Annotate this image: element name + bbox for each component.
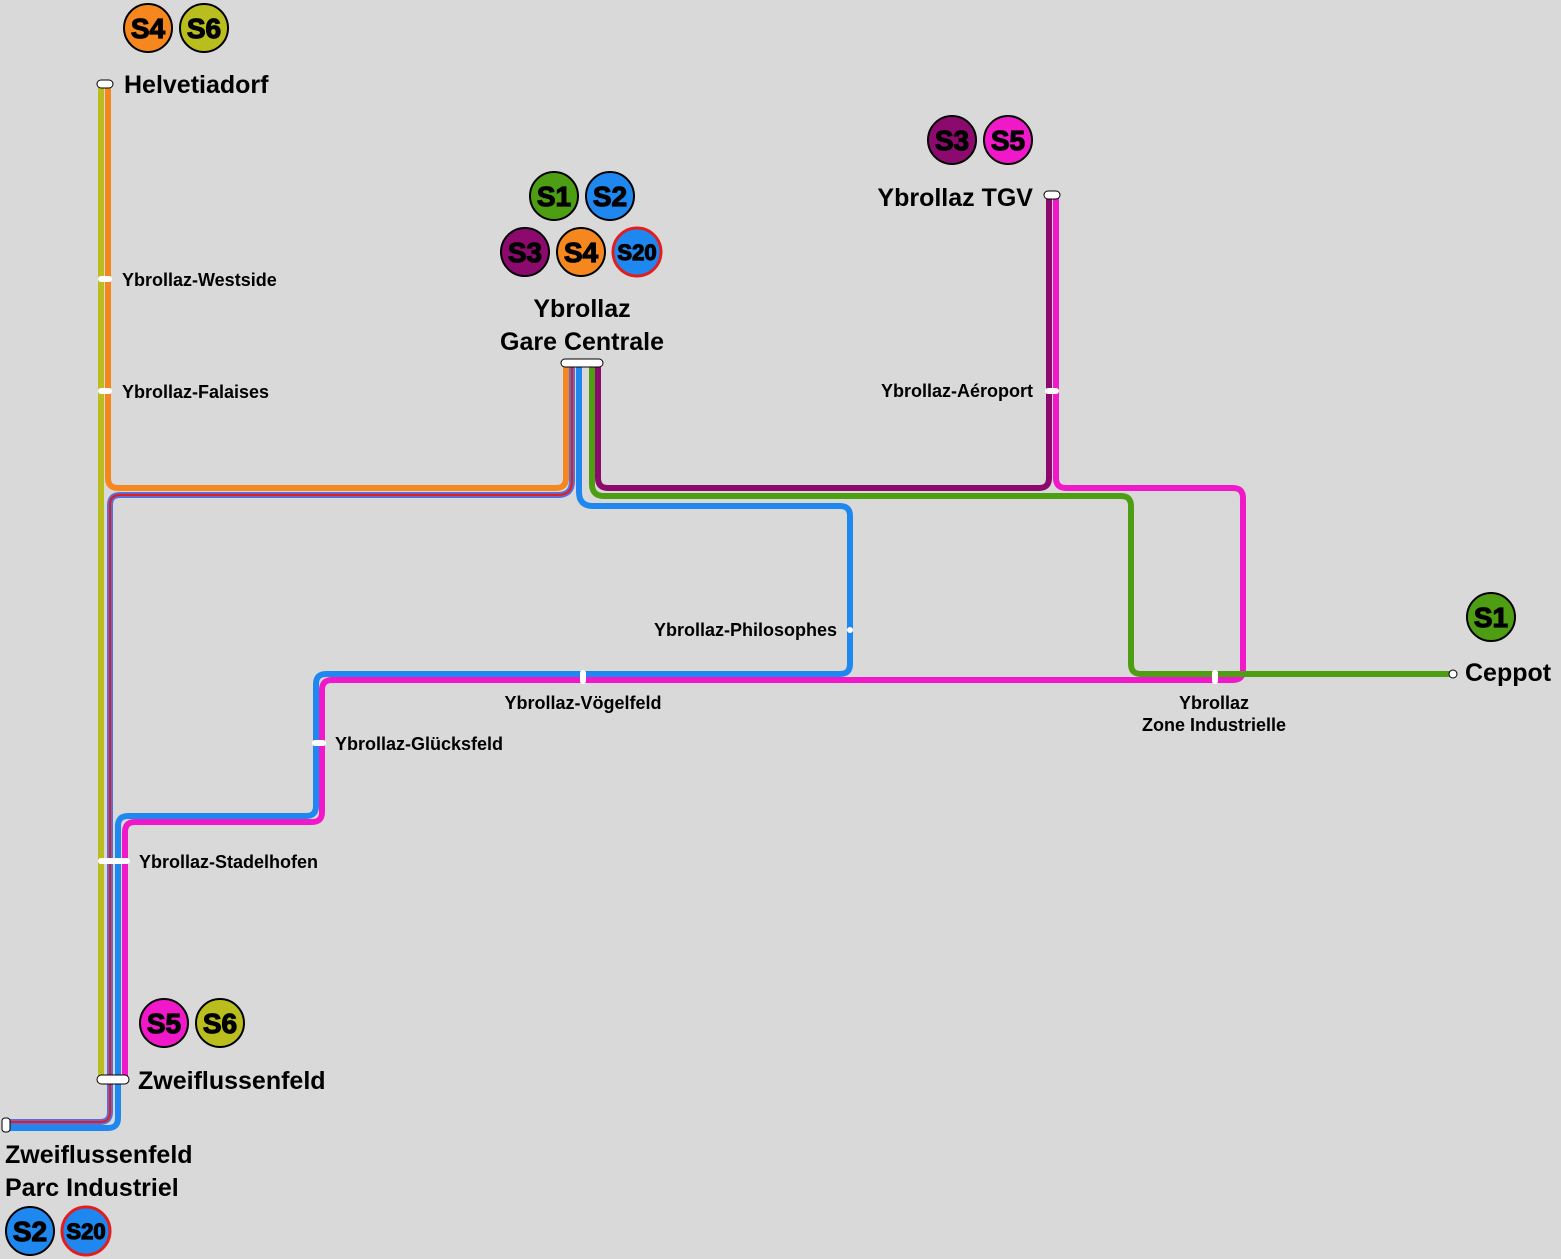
badge-circle	[5, 1206, 55, 1256]
line-s3	[595, 192, 1052, 491]
badge-circle	[585, 171, 635, 221]
badge-label: S1	[1474, 602, 1508, 633]
badge-circle	[927, 115, 977, 165]
line-s1	[589, 360, 1456, 677]
station-label-zweiflussenfeld: Zweiflussenfeld	[138, 1067, 326, 1095]
line-s2	[3, 360, 853, 1131]
station-label-gare-centrale-line2: Gare Centrale	[500, 328, 664, 356]
station-label-parc-industriel-line2: Parc Industriel	[5, 1174, 179, 1202]
badge-s3[interactable]: S3	[500, 227, 550, 277]
station-marker-tgv[interactable]	[1043, 190, 1061, 200]
badge-circle	[179, 3, 229, 53]
station-marker-gare-centrale[interactable]	[560, 358, 604, 368]
badge-label: S20	[66, 1219, 105, 1244]
badge-s2[interactable]: S2	[5, 1206, 55, 1256]
line-s20-outer	[5, 362, 573, 1123]
badge-circle	[123, 3, 173, 53]
station-label-voegelfeld: Ybrollaz-Vögelfeld	[504, 693, 661, 713]
badge-label: S5	[147, 1008, 181, 1039]
station-marker-gluecksfeld[interactable]	[312, 740, 326, 746]
badge-label: S6	[203, 1008, 237, 1039]
station-marker-helvetiadorf[interactable]	[96, 79, 114, 89]
badge-s6[interactable]: S6	[195, 998, 245, 1048]
badge-label: S4	[131, 13, 166, 44]
station-marker-stadelhofen[interactable]	[98, 858, 130, 864]
line-badges: S4 S6 S1 S2 S3 S4 S20 S3 S5 S1 S5 S6 S2 …	[5, 3, 1516, 1257]
station-marker-philosophes[interactable]	[847, 627, 853, 633]
station-label-parc-industriel-line1: Zweiflussenfeld	[5, 1141, 193, 1169]
station-marker-aeroport[interactable]	[1045, 388, 1059, 394]
station-label-gare-centrale-line1: Ybrollaz	[533, 295, 630, 323]
badge-circle	[195, 998, 245, 1048]
badge-label: S6	[187, 13, 221, 44]
line-s4	[105, 81, 569, 491]
badge-circle	[983, 115, 1033, 165]
badge-circle	[139, 998, 189, 1048]
badge-s1[interactable]: S1	[1466, 592, 1516, 642]
badge-s4[interactable]: S4	[556, 227, 606, 277]
badge-label: S2	[13, 1216, 47, 1247]
badge-s4[interactable]: S4	[123, 3, 173, 53]
station-labels: Helvetiadorf Ybrollaz-Westside Ybrollaz-…	[5, 71, 1552, 1202]
station-marker-zweiflussenfeld[interactable]	[96, 1074, 130, 1085]
badge-circle	[500, 227, 550, 277]
station-label-stadelhofen: Ybrollaz-Stadelhofen	[139, 852, 318, 872]
badge-label: S3	[935, 125, 969, 156]
station-marker-ceppot[interactable]	[1448, 669, 1458, 679]
badge-label: S2	[593, 181, 627, 212]
badge-circle	[529, 171, 579, 221]
station-marker-voegelfeld[interactable]	[580, 670, 586, 684]
badge-s5[interactable]: S5	[139, 998, 189, 1048]
badge-circle	[556, 227, 606, 277]
badge-s2[interactable]: S2	[585, 171, 635, 221]
station-label-philosophes: Ybrollaz-Philosophes	[654, 620, 837, 640]
badge-s1[interactable]: S1	[529, 171, 579, 221]
badge-s20[interactable]: S20	[60, 1205, 112, 1257]
route-lines	[3, 81, 1456, 1131]
badge-label: S1	[537, 181, 571, 212]
badge-label: S20	[617, 240, 656, 265]
station-markers	[1, 79, 1458, 1133]
badge-circle	[611, 226, 663, 278]
station-label-helvetiadorf: Helvetiadorf	[124, 71, 269, 99]
badge-s6[interactable]: S6	[179, 3, 229, 53]
station-marker-westside[interactable]	[98, 276, 112, 282]
line-s5	[122, 192, 1246, 1083]
station-marker-falaises[interactable]	[98, 388, 112, 394]
station-label-tgv: Ybrollaz TGV	[877, 184, 1033, 212]
badge-label: S5	[991, 125, 1025, 156]
badge-circle	[1466, 592, 1516, 642]
badge-label: S4	[564, 237, 599, 268]
station-label-gluecksfeld: Ybrollaz-Glücksfeld	[335, 734, 503, 754]
station-marker-zone-industrielle[interactable]	[1212, 670, 1218, 684]
station-label-ceppot: Ceppot	[1465, 659, 1552, 687]
station-label-falaises: Ybrollaz-Falaises	[122, 382, 269, 402]
badge-s20[interactable]: S20	[611, 226, 663, 278]
badge-s5[interactable]: S5	[983, 115, 1033, 165]
badge-label: S3	[508, 237, 542, 268]
station-label-westside: Ybrollaz-Westside	[122, 270, 277, 290]
station-label-zone-industrielle-line2: Zone Industrielle	[1142, 715, 1286, 735]
station-label-zone-industrielle-line1: Ybrollaz	[1179, 693, 1249, 713]
badge-circle	[60, 1205, 112, 1257]
badge-s3[interactable]: S3	[927, 115, 977, 165]
station-label-aeroport: Ybrollaz-Aéroport	[881, 381, 1033, 401]
station-marker-parc-industriel[interactable]	[1, 1117, 11, 1133]
